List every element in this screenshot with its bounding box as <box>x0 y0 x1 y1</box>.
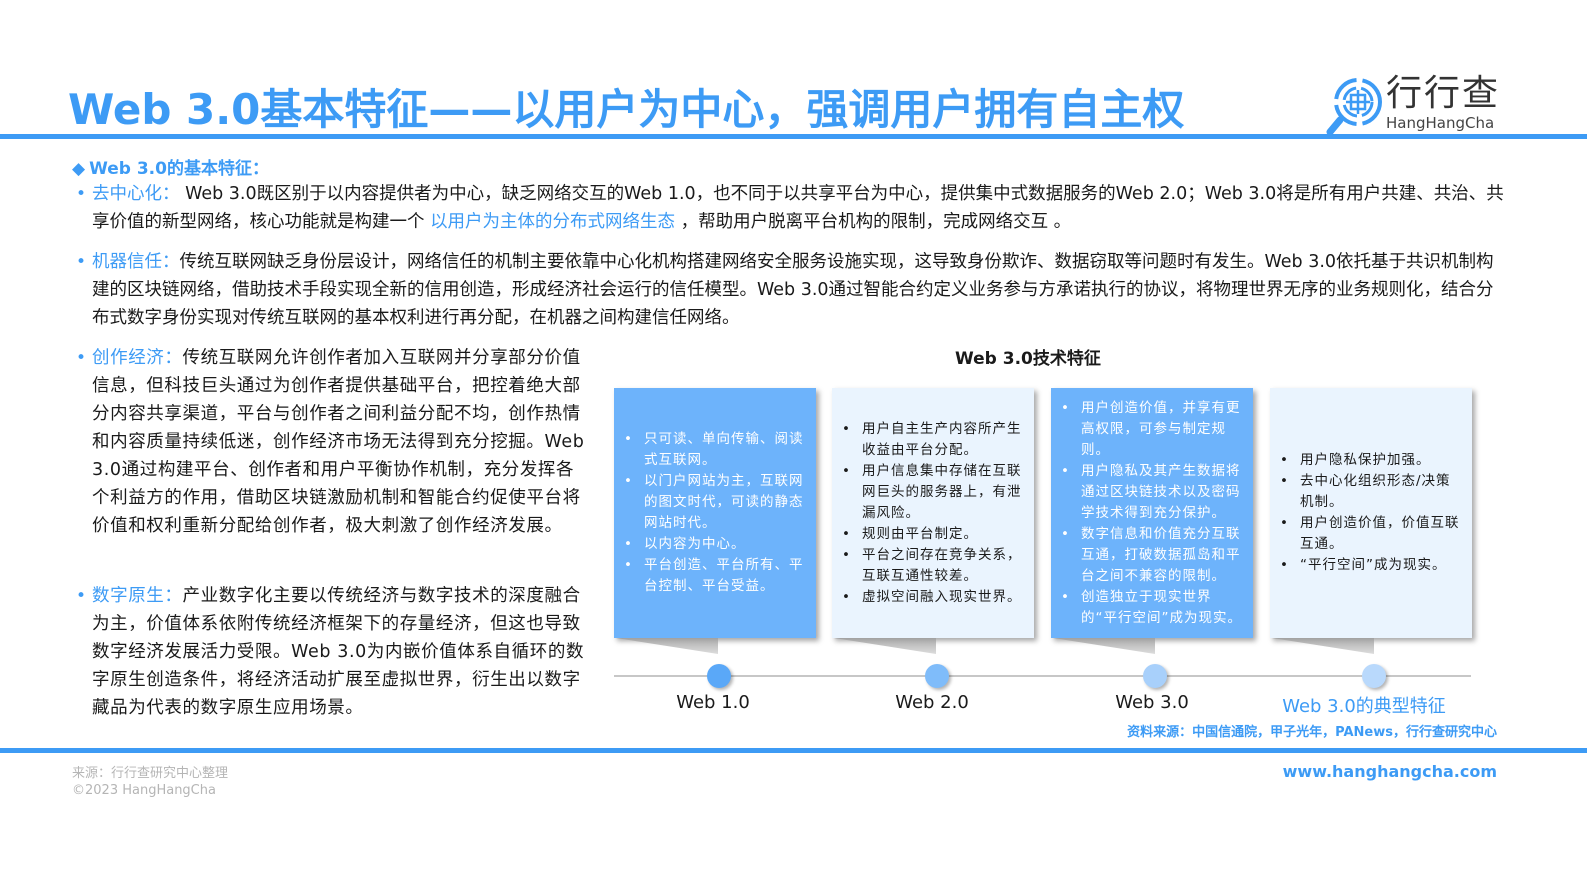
card-item: 平台之间存在竞争关系，互联互通性较差。 <box>840 545 1026 587</box>
page-title: Web 3.0基本特征——以用户为中心，强调用户拥有自主权 <box>68 85 1185 134</box>
footer-source: 来源：行行查研究中心整理 <box>72 766 229 781</box>
card-pointer <box>1053 638 1155 654</box>
card-item: 创造独立于现实世界的“平行空间”成为现实。 <box>1059 587 1245 629</box>
stage-card-web3: 用户创造价值，并享有更高权限，可参与制定规则。 用户隐私及其产生数据将通过区块链… <box>1051 388 1253 638</box>
timeline-axis <box>614 675 1471 677</box>
feature-machine-trust: • 机器信任：传统互联网缺乏身份层设计，网络信任的机制主要依靠中心化机构搭建网络… <box>76 248 1504 332</box>
footer-divider <box>0 748 1587 753</box>
card-pointer <box>616 638 718 654</box>
section-heading: ◆Web 3.0的基本特征： <box>72 154 269 179</box>
brand-logo: 行行查 HangHangCha <box>1326 73 1506 136</box>
timeline-dot-icon <box>925 664 949 688</box>
card-item: 只可读、单向传输、阅读式互联网。 <box>622 429 808 471</box>
timeline-dot-icon <box>1362 664 1386 688</box>
bullet-icon: • <box>76 586 87 606</box>
feature-text: 传统互联网允许创作者加入互联网并分享部分价值信息，但科技巨头通过为创作者提供基础… <box>92 348 585 536</box>
feature-key: 数字原生： <box>92 586 183 606</box>
card-item: 平台创造、平台所有、平台控制、平台受益。 <box>622 555 808 597</box>
feature-highlight: 以用户为主体的分布式网络生态 <box>430 212 676 232</box>
card-item: 规则由平台制定。 <box>840 524 1026 545</box>
timeline-label: Web 2.0 <box>895 692 969 713</box>
timeline-dot-icon <box>1143 664 1167 688</box>
diagram-source: 资料来源：中国信通院，甲子光年，PANews，行行查研究中心 <box>1127 725 1497 740</box>
section-heading-text: Web 3.0的基本特征： <box>89 159 269 179</box>
card-item: 用户创造价值，价值互联互通。 <box>1278 513 1464 555</box>
footer-url-link[interactable]: www.hanghangcha.com <box>1282 762 1497 781</box>
feature-key: 创作经济： <box>92 348 183 368</box>
feature-creator-economy: • 创作经济：传统互联网允许创作者加入互联网并分享部分价值信息，但科技巨头通过为… <box>76 344 590 540</box>
logo-text-cn: 行行查 <box>1386 73 1501 114</box>
card-pointer <box>834 638 936 654</box>
card-item: 虚拟空间融入现实世界。 <box>840 587 1026 608</box>
magnifier-globe-icon <box>1326 78 1382 136</box>
card-item: 用户自主生产内容所产生收益由平台分配。 <box>840 419 1026 461</box>
card-item: 用户创造价值，并享有更高权限，可参与制定规则。 <box>1059 398 1245 461</box>
card-item: “平行空间”成为现实。 <box>1278 555 1464 576</box>
timeline-label: Web 1.0 <box>676 692 750 713</box>
stage-card-web2: 用户自主生产内容所产生收益由平台分配。 用户信息集中存储在互联网巨头的服务器上，… <box>832 388 1034 638</box>
feature-text: 传统互联网缺乏身份层设计，网络信任的机制主要依靠中心化机构搭建网络安全服务设施实… <box>92 252 1494 328</box>
bullet-icon: • <box>76 348 87 368</box>
card-item: 用户隐私及其产生数据将通过区块链技术以及密码学技术得到充分保护。 <box>1059 461 1245 524</box>
diamond-icon: ◆ <box>72 159 86 179</box>
feature-key: 机器信任： <box>92 252 180 272</box>
timeline-label-highlight: Web 3.0的典型特征 <box>1282 696 1446 717</box>
feature-key: 去中心化： <box>92 184 180 204</box>
feature-text: 产业数字化主要以传统经济与数字技术的深度融合为主，价值体系依附传统经济框架下的存… <box>92 586 585 718</box>
bullet-icon: • <box>76 252 87 272</box>
card-item: 去中心化组织形态/决策机制。 <box>1278 471 1464 513</box>
feature-digital-native: • 数字原生：产业数字化主要以传统经济与数字技术的深度融合为主，价值体系依附传统… <box>76 582 590 722</box>
card-item: 以门户网站为主，互联网的图文时代，可读的静态网站时代。 <box>622 471 808 534</box>
timeline-label: Web 3.0 <box>1115 692 1189 713</box>
timeline-dot-icon <box>707 664 731 688</box>
logo-text-en: HangHangCha <box>1386 114 1495 132</box>
feature-text-end: ，帮助用户脱离平台机构的限制，完成网络交互 。 <box>675 212 1072 232</box>
footer-copyright: ©2023 HangHangCha <box>72 783 216 798</box>
card-item: 用户隐私保护加强。 <box>1278 450 1464 471</box>
feature-decentralization: • 去中心化： Web 3.0既区别于以内容提供者为中心，缺乏网络交互的Web … <box>76 180 1504 236</box>
card-pointer <box>1272 638 1374 654</box>
bullet-icon: • <box>76 184 87 204</box>
stage-card-web3-typical: 用户隐私保护加强。 去中心化组织形态/决策机制。 用户创造价值，价值互联互通。 … <box>1270 388 1472 638</box>
feature-text: Web 3.0既区别于以内容提供者为中心，缺乏网络交互的Web 1.0，也不同于… <box>92 184 1504 232</box>
diagram-title: Web 3.0技术特征 <box>955 349 1101 369</box>
stage-card-web1: 只可读、单向传输、阅读式互联网。 以门户网站为主，互联网的图文时代，可读的静态网… <box>614 388 816 638</box>
card-item: 以内容为中心。 <box>622 534 808 555</box>
card-item: 数字信息和价值充分互联互通，打破数据孤岛和平台之间不兼容的限制。 <box>1059 524 1245 587</box>
header-divider <box>0 134 1587 139</box>
card-item: 用户信息集中存储在互联网巨头的服务器上，有泄漏风险。 <box>840 461 1026 524</box>
